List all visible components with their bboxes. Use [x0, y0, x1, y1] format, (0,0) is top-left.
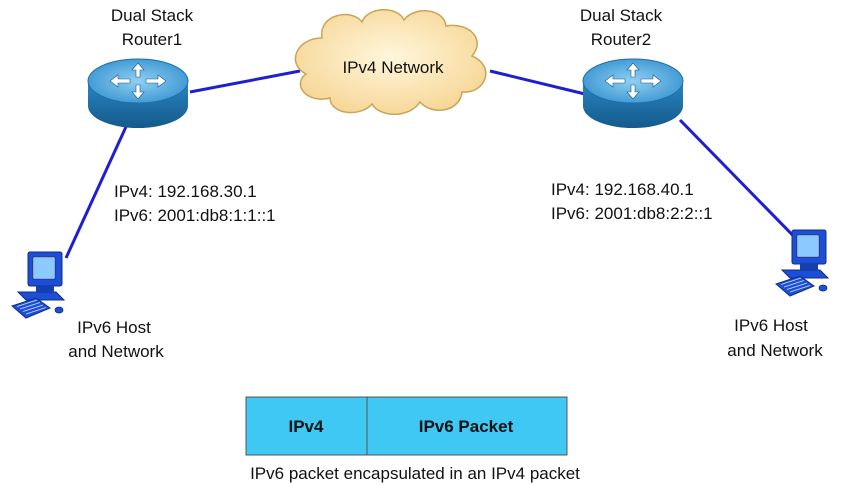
host-left-label-line1: IPv6 Host — [77, 318, 151, 337]
router1-label-line2: Router1 — [122, 30, 182, 49]
packet-ipv6-payload-label: IPv6 Packet — [419, 417, 514, 436]
router-icon — [582, 58, 684, 129]
link-router1-host-left — [64, 117, 132, 259]
computer-icon — [775, 229, 829, 297]
host-left-label-line2: and Network — [68, 342, 164, 361]
computer-icon — [11, 251, 65, 319]
left-ipv4-address: IPv4: 192.168.30.1 — [114, 182, 257, 201]
packet-caption: IPv6 packet encapsulated in an IPv4 pack… — [250, 464, 580, 483]
left-ipv6-address: IPv6: 2001:db8:1:1::1 — [114, 206, 276, 225]
link-router1-cloud — [189, 69, 301, 94]
link-cloud-router2 — [489, 69, 586, 96]
packet-ipv4-header-label: IPv4 — [289, 417, 325, 436]
encapsulated-packet: IPv4 IPv6 Packet — [245, 396, 568, 456]
packet-ipv4-header — [245, 396, 368, 456]
right-ipv6-address: IPv6: 2001:db8:2:2::1 — [551, 204, 713, 223]
cloud-icon — [294, 9, 487, 115]
cloud-label: IPv4 Network — [342, 58, 444, 77]
router2-label-line1: Dual Stack — [580, 6, 663, 25]
right-ipv4-address: IPv4: 192.168.40.1 — [551, 180, 694, 199]
router2-label-line2: Router2 — [591, 30, 651, 49]
host-right-label-line2: and Network — [727, 341, 823, 360]
router1-label-line1: Dual Stack — [111, 6, 194, 25]
packet-ipv6-payload — [366, 396, 568, 456]
router-icon — [87, 58, 189, 129]
host-right-label-line1: IPv6 Host — [734, 316, 808, 335]
